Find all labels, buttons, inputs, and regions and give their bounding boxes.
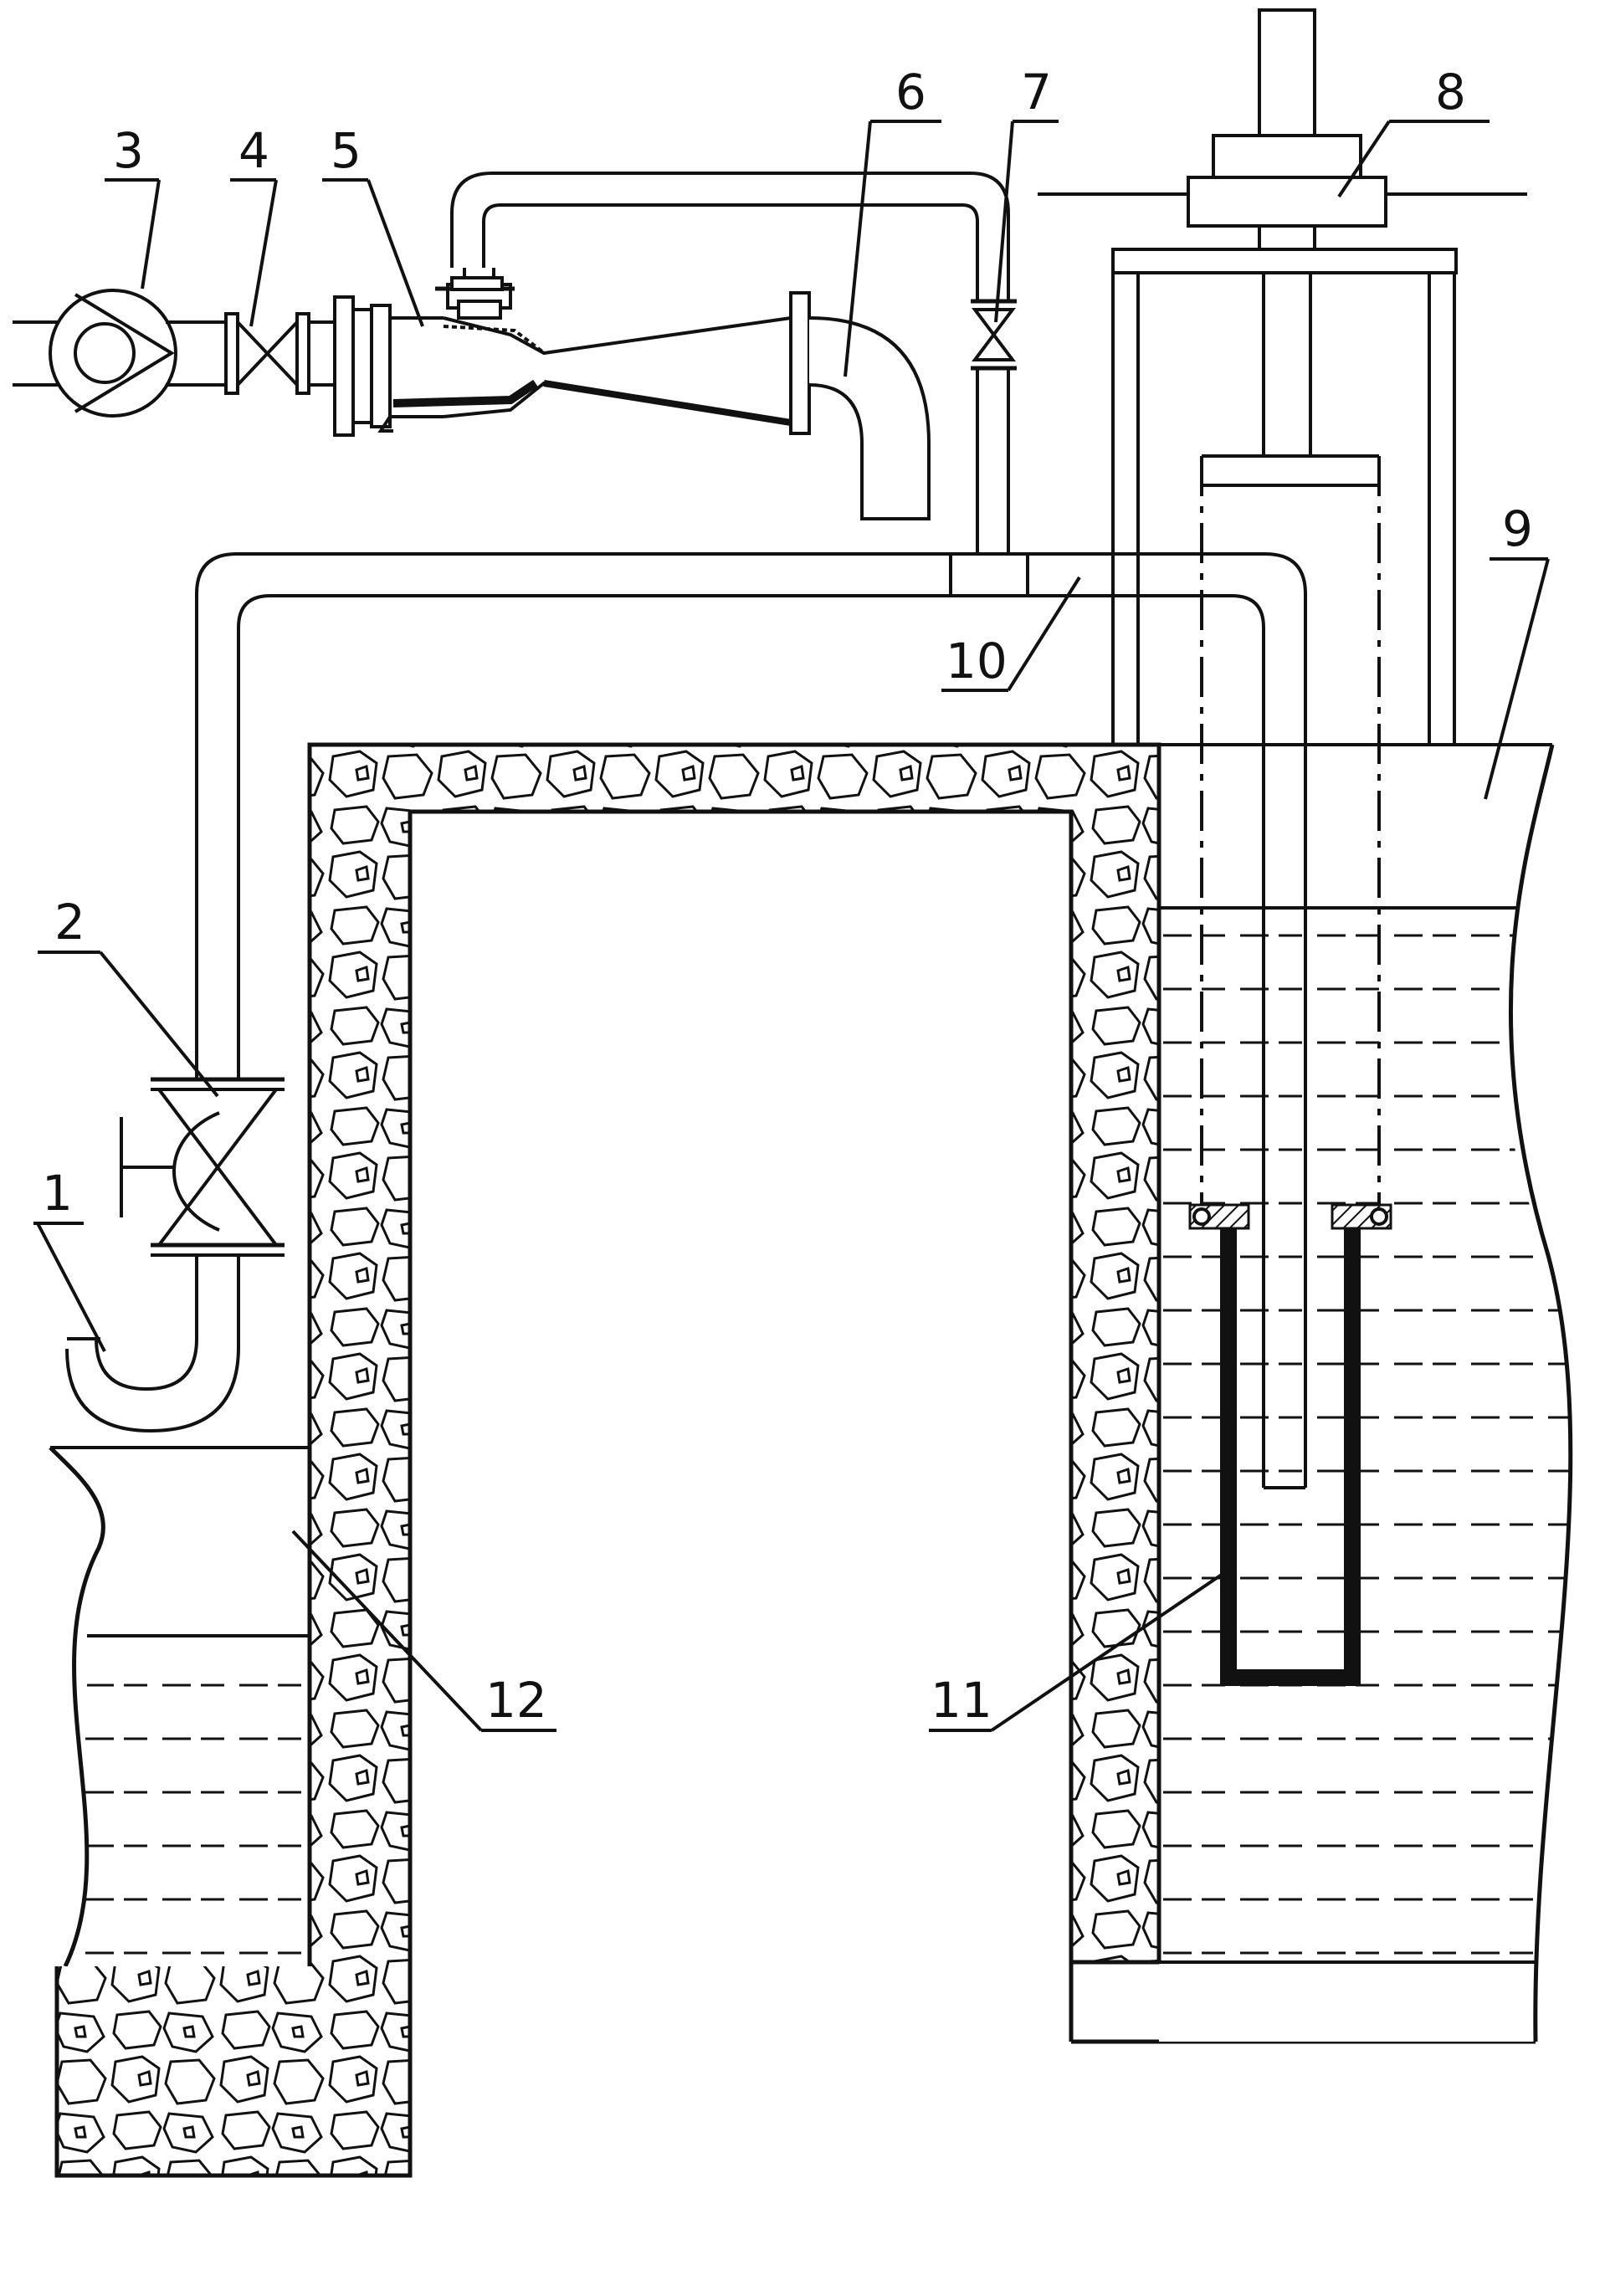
callout-3: 3 [113,122,144,179]
right-water-tank [1156,743,1573,2042]
callout-1: 1 [42,1165,73,1222]
callout-10: 10 [946,633,1008,689]
callout-12: 12 [485,1672,547,1729]
callout-7: 7 [1021,64,1052,120]
inlet-elbow-1 [65,1255,240,1433]
stone-wall [54,742,1536,2178]
gate-valve-2 [120,1077,285,1257]
callout-2: 2 [54,894,85,951]
ejector-handle [435,276,515,291]
valve-7 [971,299,1017,554]
leader-lines [33,120,1550,1732]
valve-4 [224,312,339,395]
jet-ejector-5 [333,268,811,437]
pump-3 [13,289,230,418]
callout-5: 5 [331,122,362,179]
siphon-pipe [195,552,1307,1489]
callout-6: 6 [895,64,926,120]
callout-labels: 3 4 5 6 7 8 9 10 2 1 12 11 [42,64,1533,1729]
callout-8: 8 [1435,64,1466,120]
callout-11: 11 [931,1672,992,1729]
callout-4: 4 [238,122,269,179]
outlet-elbow-6 [808,316,931,520]
upper-return-pipe [450,172,1010,301]
callout-9: 9 [1502,500,1533,557]
bell-cover [1188,454,1392,1686]
drive-unit [1038,8,1527,745]
left-water-tank [49,1446,310,1968]
